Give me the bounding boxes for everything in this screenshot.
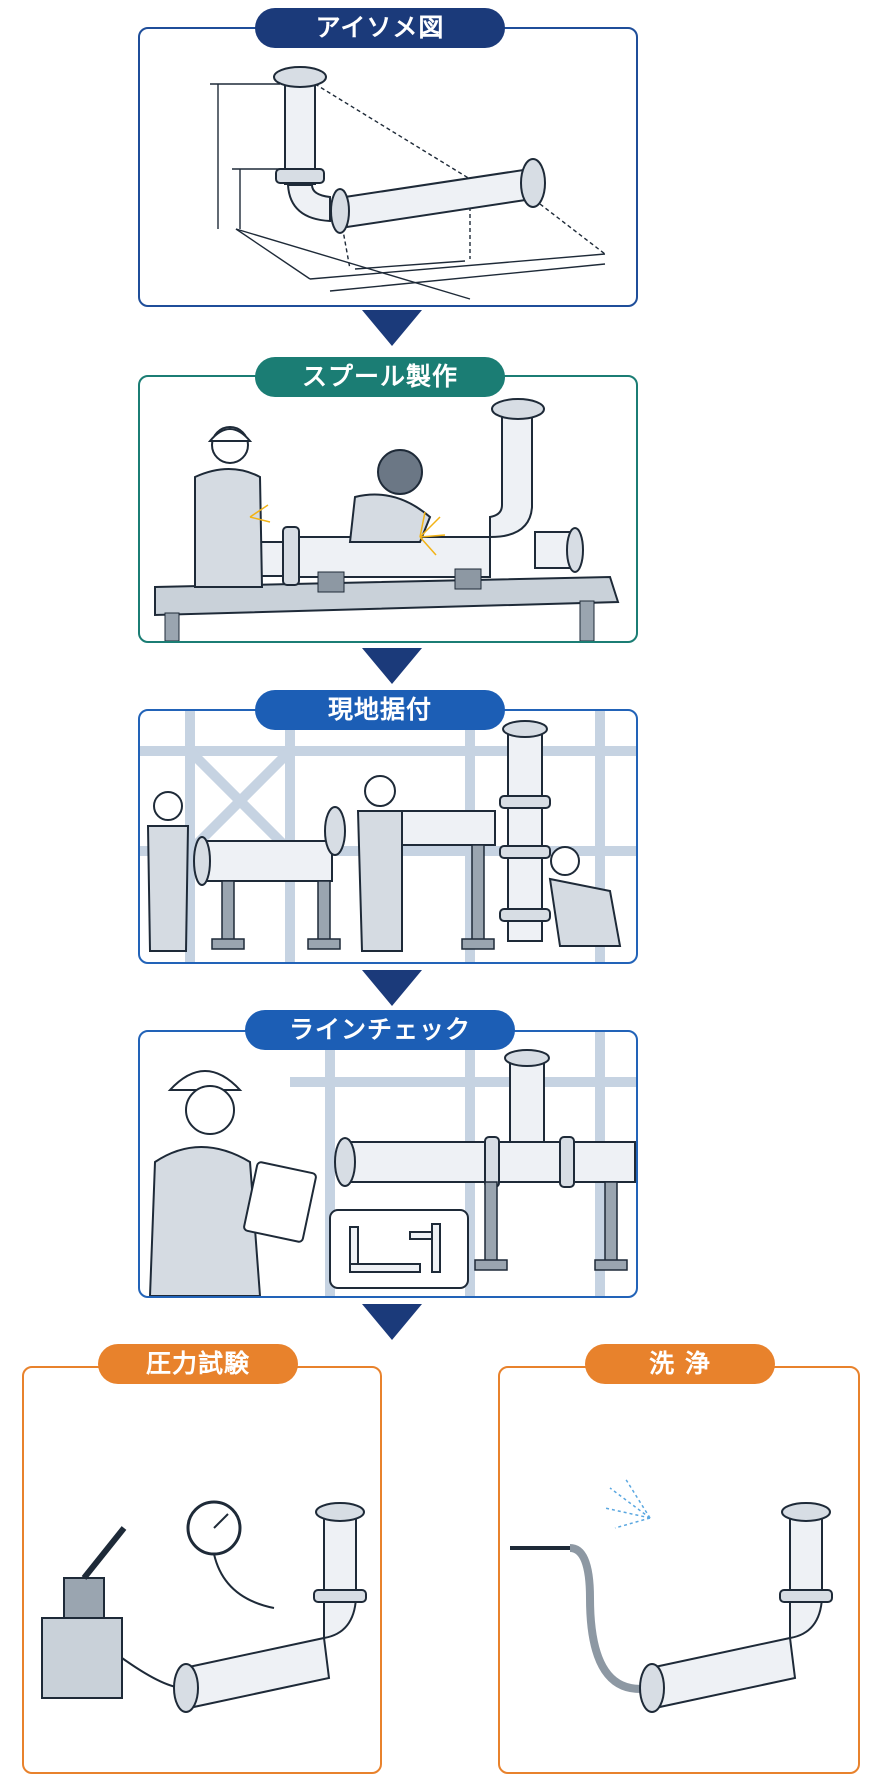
flow-arrow-2 bbox=[362, 648, 422, 684]
linecheck-panel bbox=[138, 1030, 638, 1298]
isometric-drawing bbox=[210, 66, 606, 300]
isometric-panel bbox=[138, 27, 638, 307]
flow-arrow-3 bbox=[362, 970, 422, 1006]
pressure-test-illustration bbox=[41, 1500, 367, 1713]
step-label-install: 現地据付 bbox=[255, 690, 505, 730]
flushing-illustration bbox=[510, 1477, 833, 1713]
step-label-spool: スプール製作 bbox=[255, 357, 505, 397]
flow-arrow-4 bbox=[362, 1304, 422, 1340]
install-panel bbox=[138, 709, 638, 964]
flow-arrow-1 bbox=[362, 310, 422, 346]
linecheck-illustration bbox=[148, 1032, 636, 1296]
spool-illustration bbox=[154, 398, 620, 641]
step-label-flush: 洗 浄 bbox=[585, 1344, 775, 1384]
spool-panel bbox=[138, 375, 638, 643]
step-label-linecheck: ラインチェック bbox=[245, 1010, 515, 1050]
install-illustration bbox=[140, 711, 636, 962]
flush-panel bbox=[498, 1366, 860, 1774]
step-label-pressure: 圧力試験 bbox=[98, 1344, 298, 1384]
pressure-panel bbox=[22, 1366, 382, 1774]
step-label-isometric: アイソメ図 bbox=[255, 8, 505, 48]
